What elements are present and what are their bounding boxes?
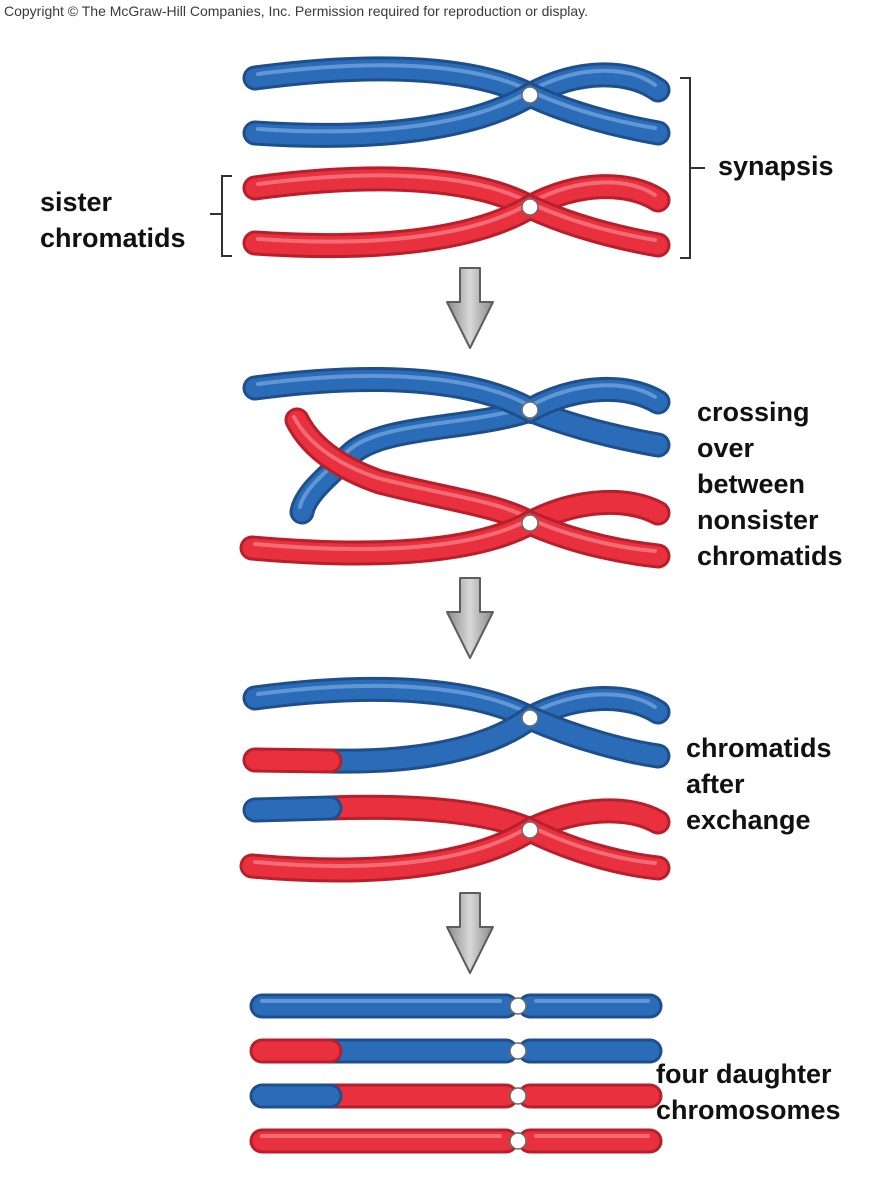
label-line: between xyxy=(697,469,806,499)
centromere xyxy=(521,514,539,532)
down-arrow-icon xyxy=(446,267,494,349)
copyright-notice: Copyright © The McGraw-Hill Companies, I… xyxy=(4,3,589,19)
blue-chromosome-pair xyxy=(242,56,671,148)
label-line: exchange xyxy=(686,805,811,835)
centromere xyxy=(521,709,539,727)
stage-daughter-chromosomes xyxy=(249,993,663,1154)
red-chromosome-pair xyxy=(242,166,671,259)
label-line: chromosomes xyxy=(656,1095,841,1125)
centromere xyxy=(521,821,539,839)
crossing-over-label: crossing over between nonsister chromati… xyxy=(697,394,843,574)
label-line: after xyxy=(686,769,745,799)
daughter-chromosome xyxy=(249,1038,663,1064)
stage-after-exchange xyxy=(239,676,671,883)
label-line: crossing xyxy=(697,397,810,427)
four-daughter-label: four daughter chromosomes xyxy=(656,1056,841,1128)
centromere xyxy=(521,401,539,419)
label-line: chromatids xyxy=(686,733,832,763)
label-line: chromatids xyxy=(697,541,843,571)
stage-crossing-over xyxy=(239,367,671,569)
synapsis-bracket xyxy=(680,77,705,259)
daughter-chromosome xyxy=(249,993,663,1019)
label-line: chromatids xyxy=(40,223,186,253)
label-line: sister xyxy=(40,187,113,217)
after-exchange-label: chromatids after exchange xyxy=(686,730,832,838)
centromere xyxy=(521,198,539,216)
label-line: nonsister xyxy=(697,505,819,535)
down-arrow-icon xyxy=(446,577,494,659)
sister-chromatids-bracket xyxy=(210,175,232,257)
sister-chromatids-label: sister chromatids xyxy=(40,184,186,256)
daughter-chromosome xyxy=(249,1128,663,1154)
down-arrow-icon xyxy=(446,892,494,974)
centromere xyxy=(521,86,539,104)
stage-synapsis xyxy=(210,56,705,259)
daughter-chromosome xyxy=(249,1083,663,1109)
label-line: four daughter xyxy=(656,1059,832,1089)
label-line: over xyxy=(697,433,755,463)
synapsis-text: synapsis xyxy=(718,151,834,181)
synapsis-label: synapsis xyxy=(718,148,834,184)
